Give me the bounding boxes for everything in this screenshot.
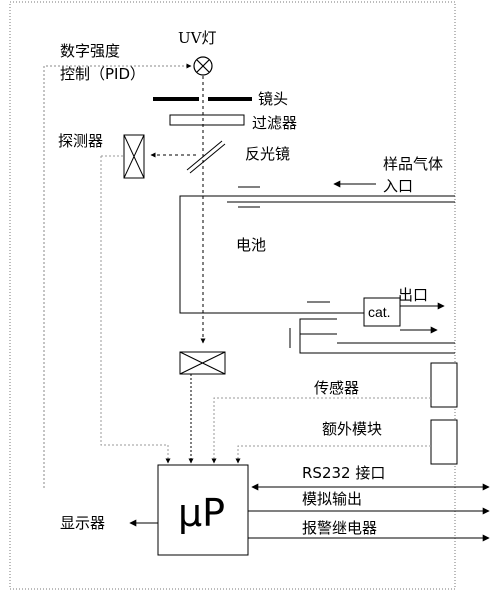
reflector-label: 反光镜 bbox=[245, 145, 290, 163]
sensor-signal-line bbox=[211, 397, 431, 464]
uv-lamp-icon bbox=[193, 56, 213, 76]
display-label: 显示器 bbox=[60, 514, 105, 532]
outlet-label: 出口 bbox=[398, 286, 428, 304]
rs232-label: RS232 接口 bbox=[302, 464, 385, 482]
detector-signal-line bbox=[100, 155, 168, 463]
extra-module-box bbox=[430, 419, 458, 465]
sample-gas-label-line2: 入口 bbox=[383, 177, 413, 195]
microprocessor-box bbox=[157, 464, 249, 556]
alarm-relay-label: 报警继电器 bbox=[302, 519, 377, 537]
pid-control-label-line1: 数字强度 bbox=[60, 42, 120, 60]
extra-module-signal-line bbox=[235, 445, 431, 464]
sensor-label: 传感器 bbox=[314, 379, 359, 397]
instrument-enclosure bbox=[9, 1, 456, 590]
detector-icon bbox=[123, 134, 145, 179]
filter-icon bbox=[169, 114, 245, 126]
filter-label: 过滤器 bbox=[252, 114, 297, 132]
catalyst-box bbox=[363, 297, 401, 327]
ion-chamber-icon bbox=[179, 351, 226, 375]
sample-gas-label-line1: 样品气体 bbox=[383, 155, 443, 173]
microprocessor-label: µP bbox=[178, 491, 225, 535]
uv-lamp-label: UV灯 bbox=[178, 29, 216, 47]
cell-chamber bbox=[179, 195, 455, 314]
analog-output-label: 模拟输出 bbox=[302, 490, 362, 508]
cell-label: 电池 bbox=[236, 236, 266, 254]
detector-label: 探测器 bbox=[58, 132, 103, 150]
extra-module-label: 额外模块 bbox=[322, 420, 382, 438]
reflector-mirror-icon bbox=[186, 140, 223, 171]
pid-control-label-line2: 控制（PID） bbox=[60, 65, 145, 83]
pid-control-link bbox=[43, 63, 192, 488]
sensor-box bbox=[430, 362, 458, 408]
catalyst-label: cat. bbox=[368, 304, 391, 320]
lens-label: 镜头 bbox=[258, 90, 288, 108]
